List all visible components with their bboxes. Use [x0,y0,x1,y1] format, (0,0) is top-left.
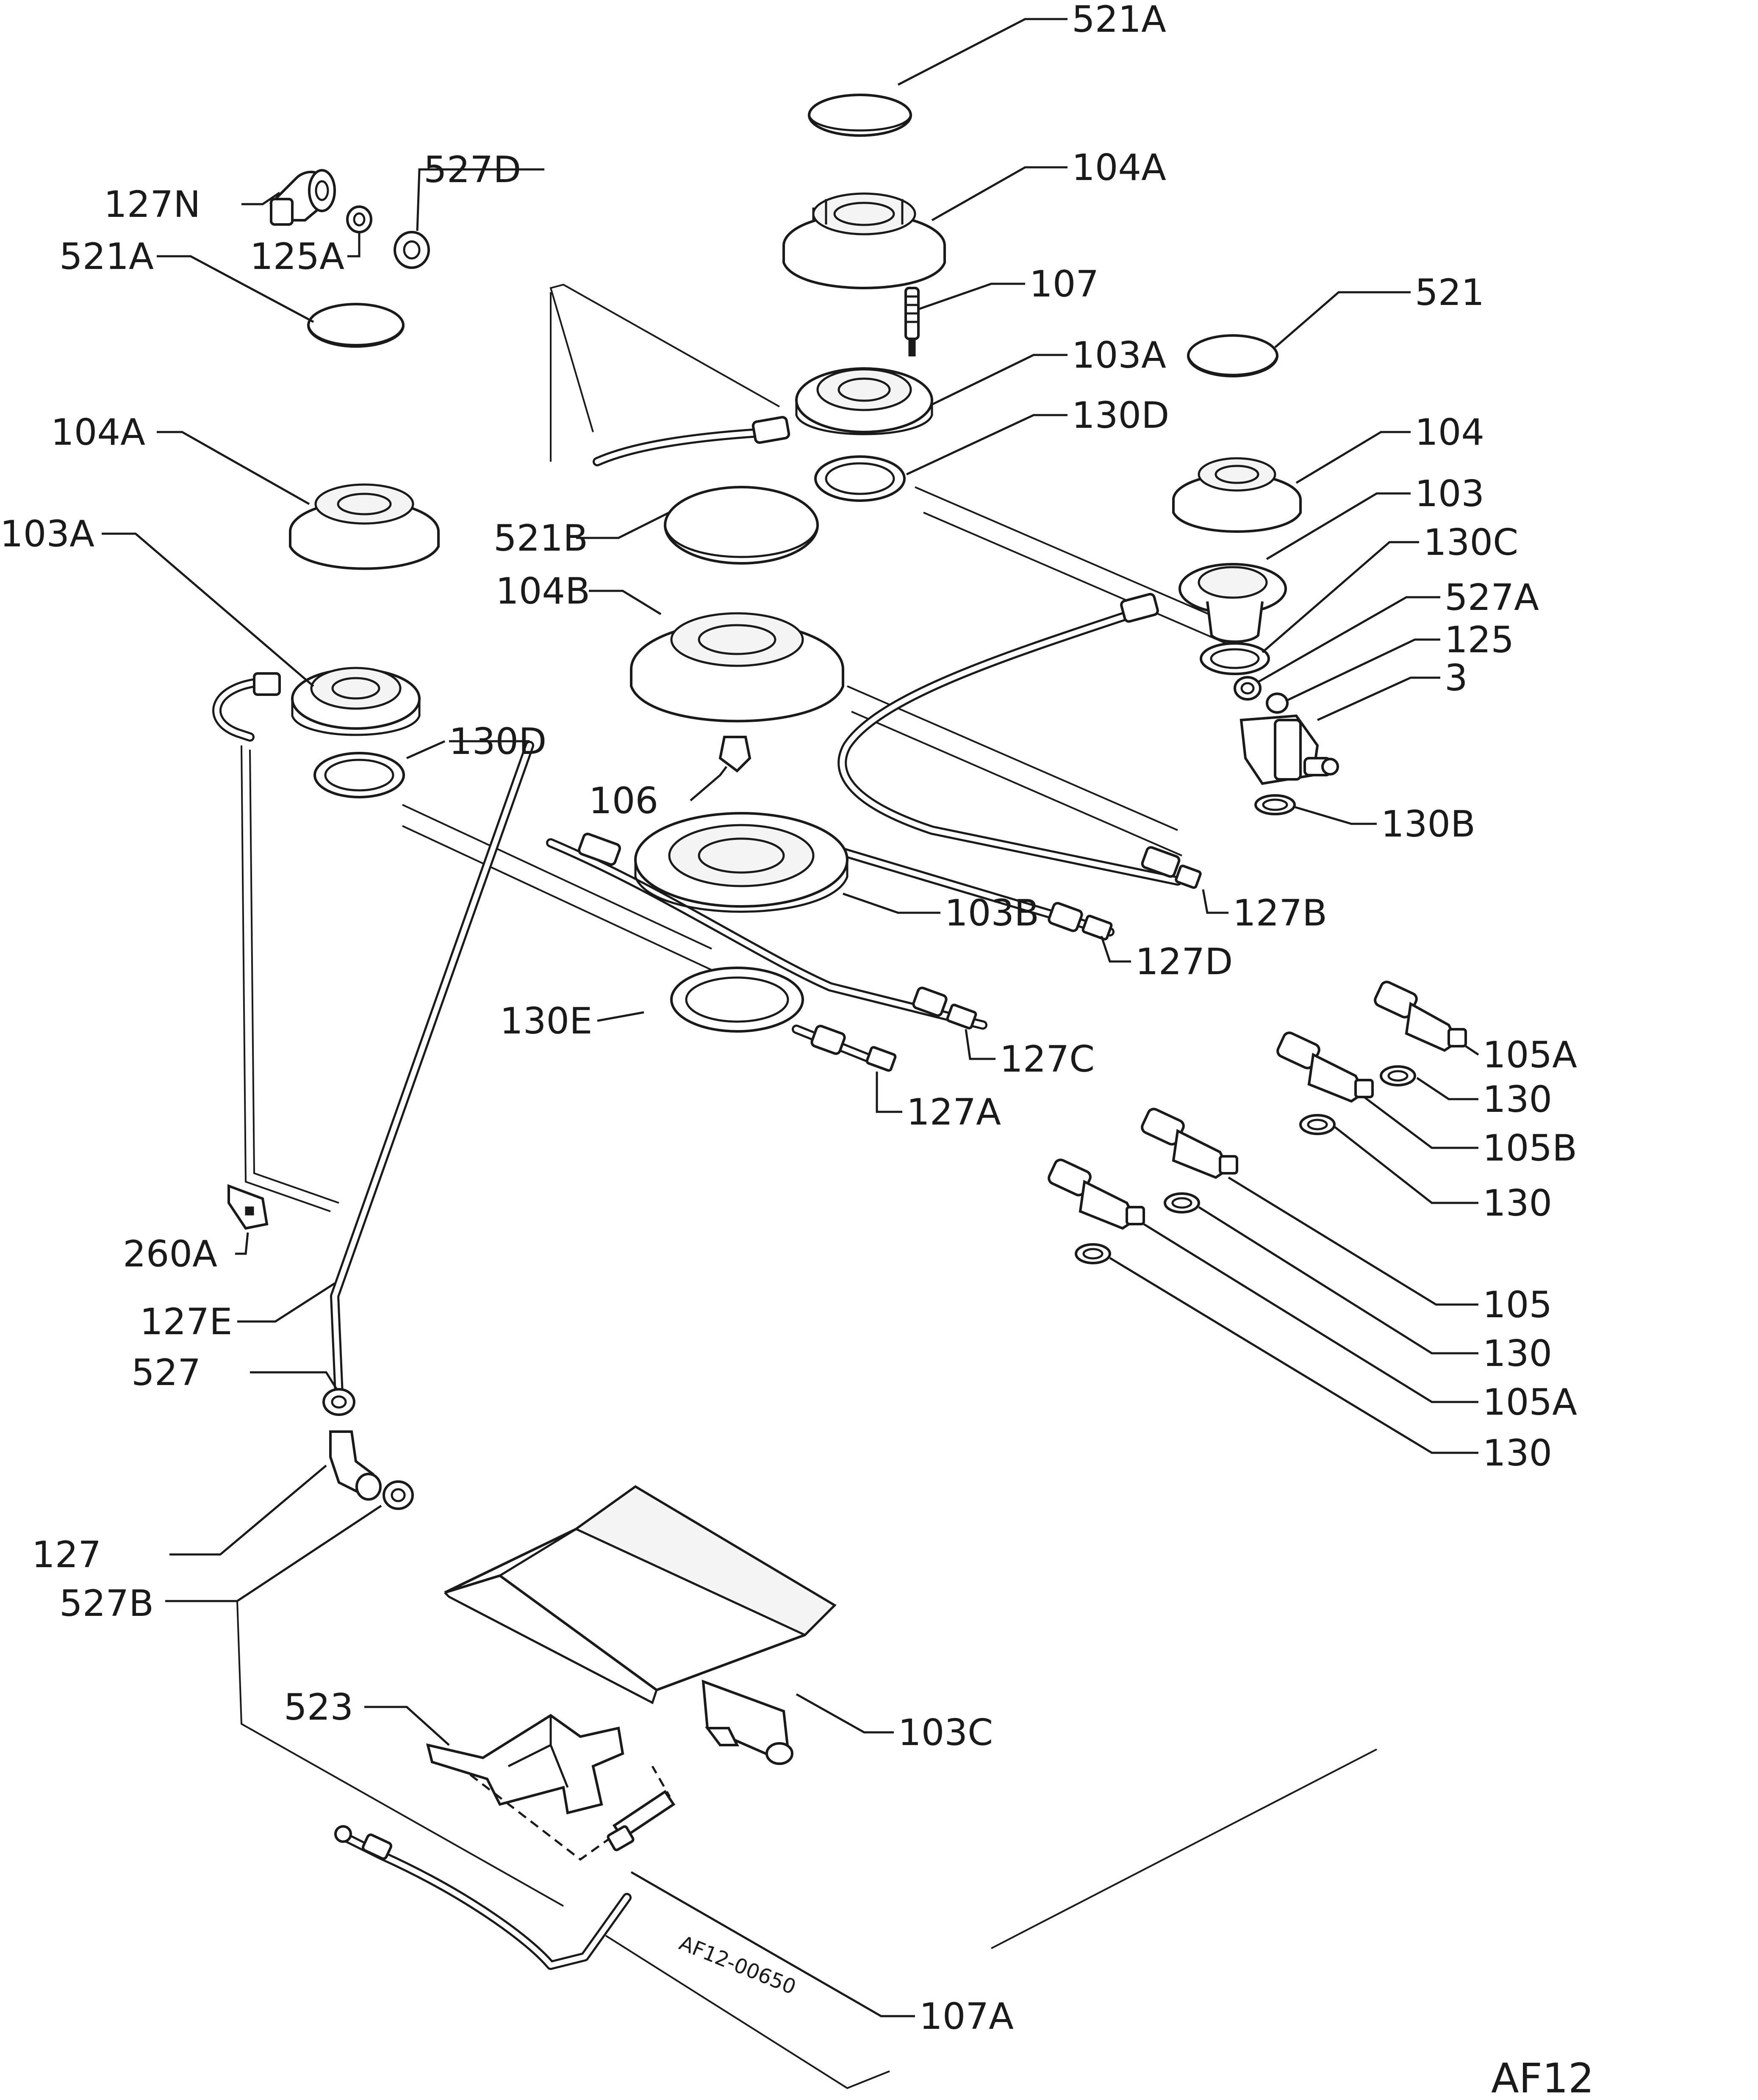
burner-crown-103a-mid [795,367,933,435]
valve-105a-lower [1048,1158,1145,1230]
seal-130d-mid [814,455,906,502]
label-130d-left: 130D [449,720,546,763]
nut-527 [322,1388,355,1416]
label-127e: 127E [140,1301,233,1343]
fitting-127a [810,1025,897,1072]
label-130-3: 130 [1483,1333,1552,1375]
label-130-4: 130 [1483,1432,1552,1474]
dashed-assembly-outline [469,1765,671,1861]
label-127b: 127B [1233,892,1327,934]
heat-shield-103c [444,1485,837,1765]
burner-head-104a-left [289,483,440,570]
label-127n: 127N [104,183,200,226]
fitting-127c [912,986,977,1030]
label-127d: 127D [1135,941,1233,983]
label-130c: 130C [1423,521,1518,564]
elbow-127n [269,169,336,226]
label-523: 523 [284,1686,353,1729]
nut-527d [394,231,430,269]
label-125a: 125A [250,235,344,278]
label-103b: 103B [945,892,1039,934]
nut-125a [346,205,372,233]
label-103c: 103C [898,1712,993,1754]
label-105a-2: 105A [1483,1381,1577,1424]
label-527a: 527A [1445,576,1539,619]
figure-code: AF12 [1491,2055,1594,2100]
label-521: 521 [1415,272,1484,314]
burner-cap-521a-top [808,94,912,137]
seal-130-3 [1164,1192,1200,1213]
seal-130d-left [313,752,405,798]
burner-crown-103 [1178,563,1287,643]
label-105: 105 [1483,1284,1552,1326]
seal-130e [670,967,804,1033]
label-104a-top: 104A [1072,147,1166,189]
burner-cap-521 [1187,334,1278,377]
injector-106 [718,736,751,773]
fitting-127b [1141,846,1202,889]
label-105a-1: 105A [1483,1034,1577,1076]
label-130d-mid: 130D [1072,394,1169,437]
fitting-left-crown [253,672,621,866]
label-104b: 104B [496,570,590,612]
label-106: 106 [589,780,658,822]
label-130b: 130B [1381,803,1475,845]
label-127c: 127C [1000,1038,1095,1080]
nut-527b [383,1480,414,1510]
label-103a-left: 103A [0,513,94,555]
nut-527a [1234,676,1262,701]
label-130e: 130E [500,1000,593,1042]
fitting-mid-pipe [751,416,1159,623]
label-130-1: 130 [1483,1078,1552,1121]
label-127: 127 [32,1534,101,1576]
fitting-127d [1048,902,1113,941]
seal-130-4 [1075,1243,1111,1264]
label-527d: 527D [424,149,521,191]
label-3: 3 [1445,657,1468,699]
burner-crown-103a-left [291,667,421,736]
label-104a-left: 104A [51,411,145,454]
burner-head-104a-top [782,192,946,289]
valve-105b [1276,1031,1374,1103]
burner-cap-521b [664,486,819,565]
valve-105 [1141,1108,1238,1179]
burner-head-104b [630,612,844,723]
clip-260a [227,1184,269,1230]
drawing-number: AF12-00650 [676,1931,799,1999]
label-527b: 527B [59,1582,154,1625]
label-260a: 260A [123,1233,217,1275]
label-104: 104 [1415,411,1484,454]
label-107: 107 [1029,263,1099,305]
igniter-107 [904,287,920,357]
label-105b: 105B [1483,1127,1577,1169]
seal-130c [1200,642,1270,675]
elbow-127 [329,1430,382,1501]
valve-3 [1239,714,1339,785]
label-521a-left: 521A [59,235,154,278]
seal-130-2 [1299,1114,1336,1135]
igniter-107a [334,1790,676,1860]
label-521a-top: 521A [1072,0,1166,41]
label-107a: 107A [919,1995,1014,2038]
burner-head-104 [1172,457,1302,533]
valve-105a-upper [1374,981,1467,1052]
label-103a-mid: 103A [1072,334,1166,377]
label-127a: 127A [907,1091,1001,1133]
label-527: 527 [131,1352,201,1394]
label-125: 125 [1445,619,1514,661]
label-521b: 521B [494,517,588,560]
leader-lines [102,18,1479,2017]
bracket-523 [426,1714,624,1815]
nut-125 [1266,693,1289,714]
burner-cap-521a-left [307,303,405,348]
label-103: 103 [1415,473,1484,515]
seal-130b [1254,794,1296,815]
seal-130-1 [1380,1065,1416,1086]
burner-crown-103b [634,812,848,913]
label-130-2: 130 [1483,1182,1552,1225]
callout-labels: 521A 104A 107 521 103A 130D 104 103 130C… [0,0,1594,2100]
